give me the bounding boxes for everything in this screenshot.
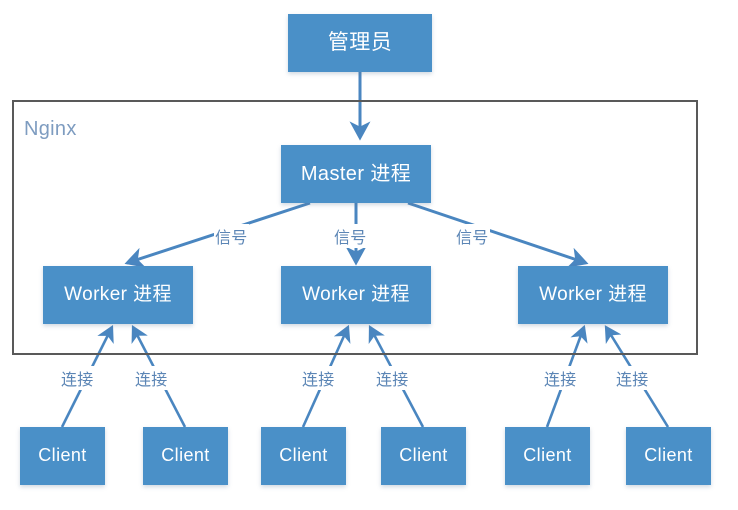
edge-label-connection-6: 连接	[615, 366, 650, 390]
edge-label-connection-1: 连接	[60, 366, 95, 390]
node-worker-process-3[interactable]: Worker 进程	[518, 266, 668, 324]
node-client-6[interactable]: Client	[626, 427, 711, 485]
node-client-4[interactable]: Client	[381, 427, 466, 485]
nginx-group-box	[12, 100, 698, 355]
edge-label-signal-1: 信号	[214, 224, 249, 248]
node-client-2[interactable]: Client	[143, 427, 228, 485]
edge-label-connection-2: 连接	[134, 366, 169, 390]
nginx-group-label: Nginx	[24, 118, 77, 140]
node-client-1[interactable]: Client	[20, 427, 105, 485]
node-master-process[interactable]: Master 进程	[281, 145, 431, 203]
edge-label-connection-5: 连接	[543, 366, 578, 390]
node-client-5[interactable]: Client	[505, 427, 590, 485]
node-administrator[interactable]: 管理员	[288, 14, 432, 72]
node-client-3[interactable]: Client	[261, 427, 346, 485]
edge-label-connection-3: 连接	[301, 366, 336, 390]
edge-label-signal-2: 信号	[333, 224, 368, 248]
node-worker-process-1[interactable]: Worker 进程	[43, 266, 193, 324]
edge-label-signal-3: 信号	[455, 224, 490, 248]
node-worker-process-2[interactable]: Worker 进程	[281, 266, 431, 324]
edge-label-connection-4: 连接	[375, 366, 410, 390]
